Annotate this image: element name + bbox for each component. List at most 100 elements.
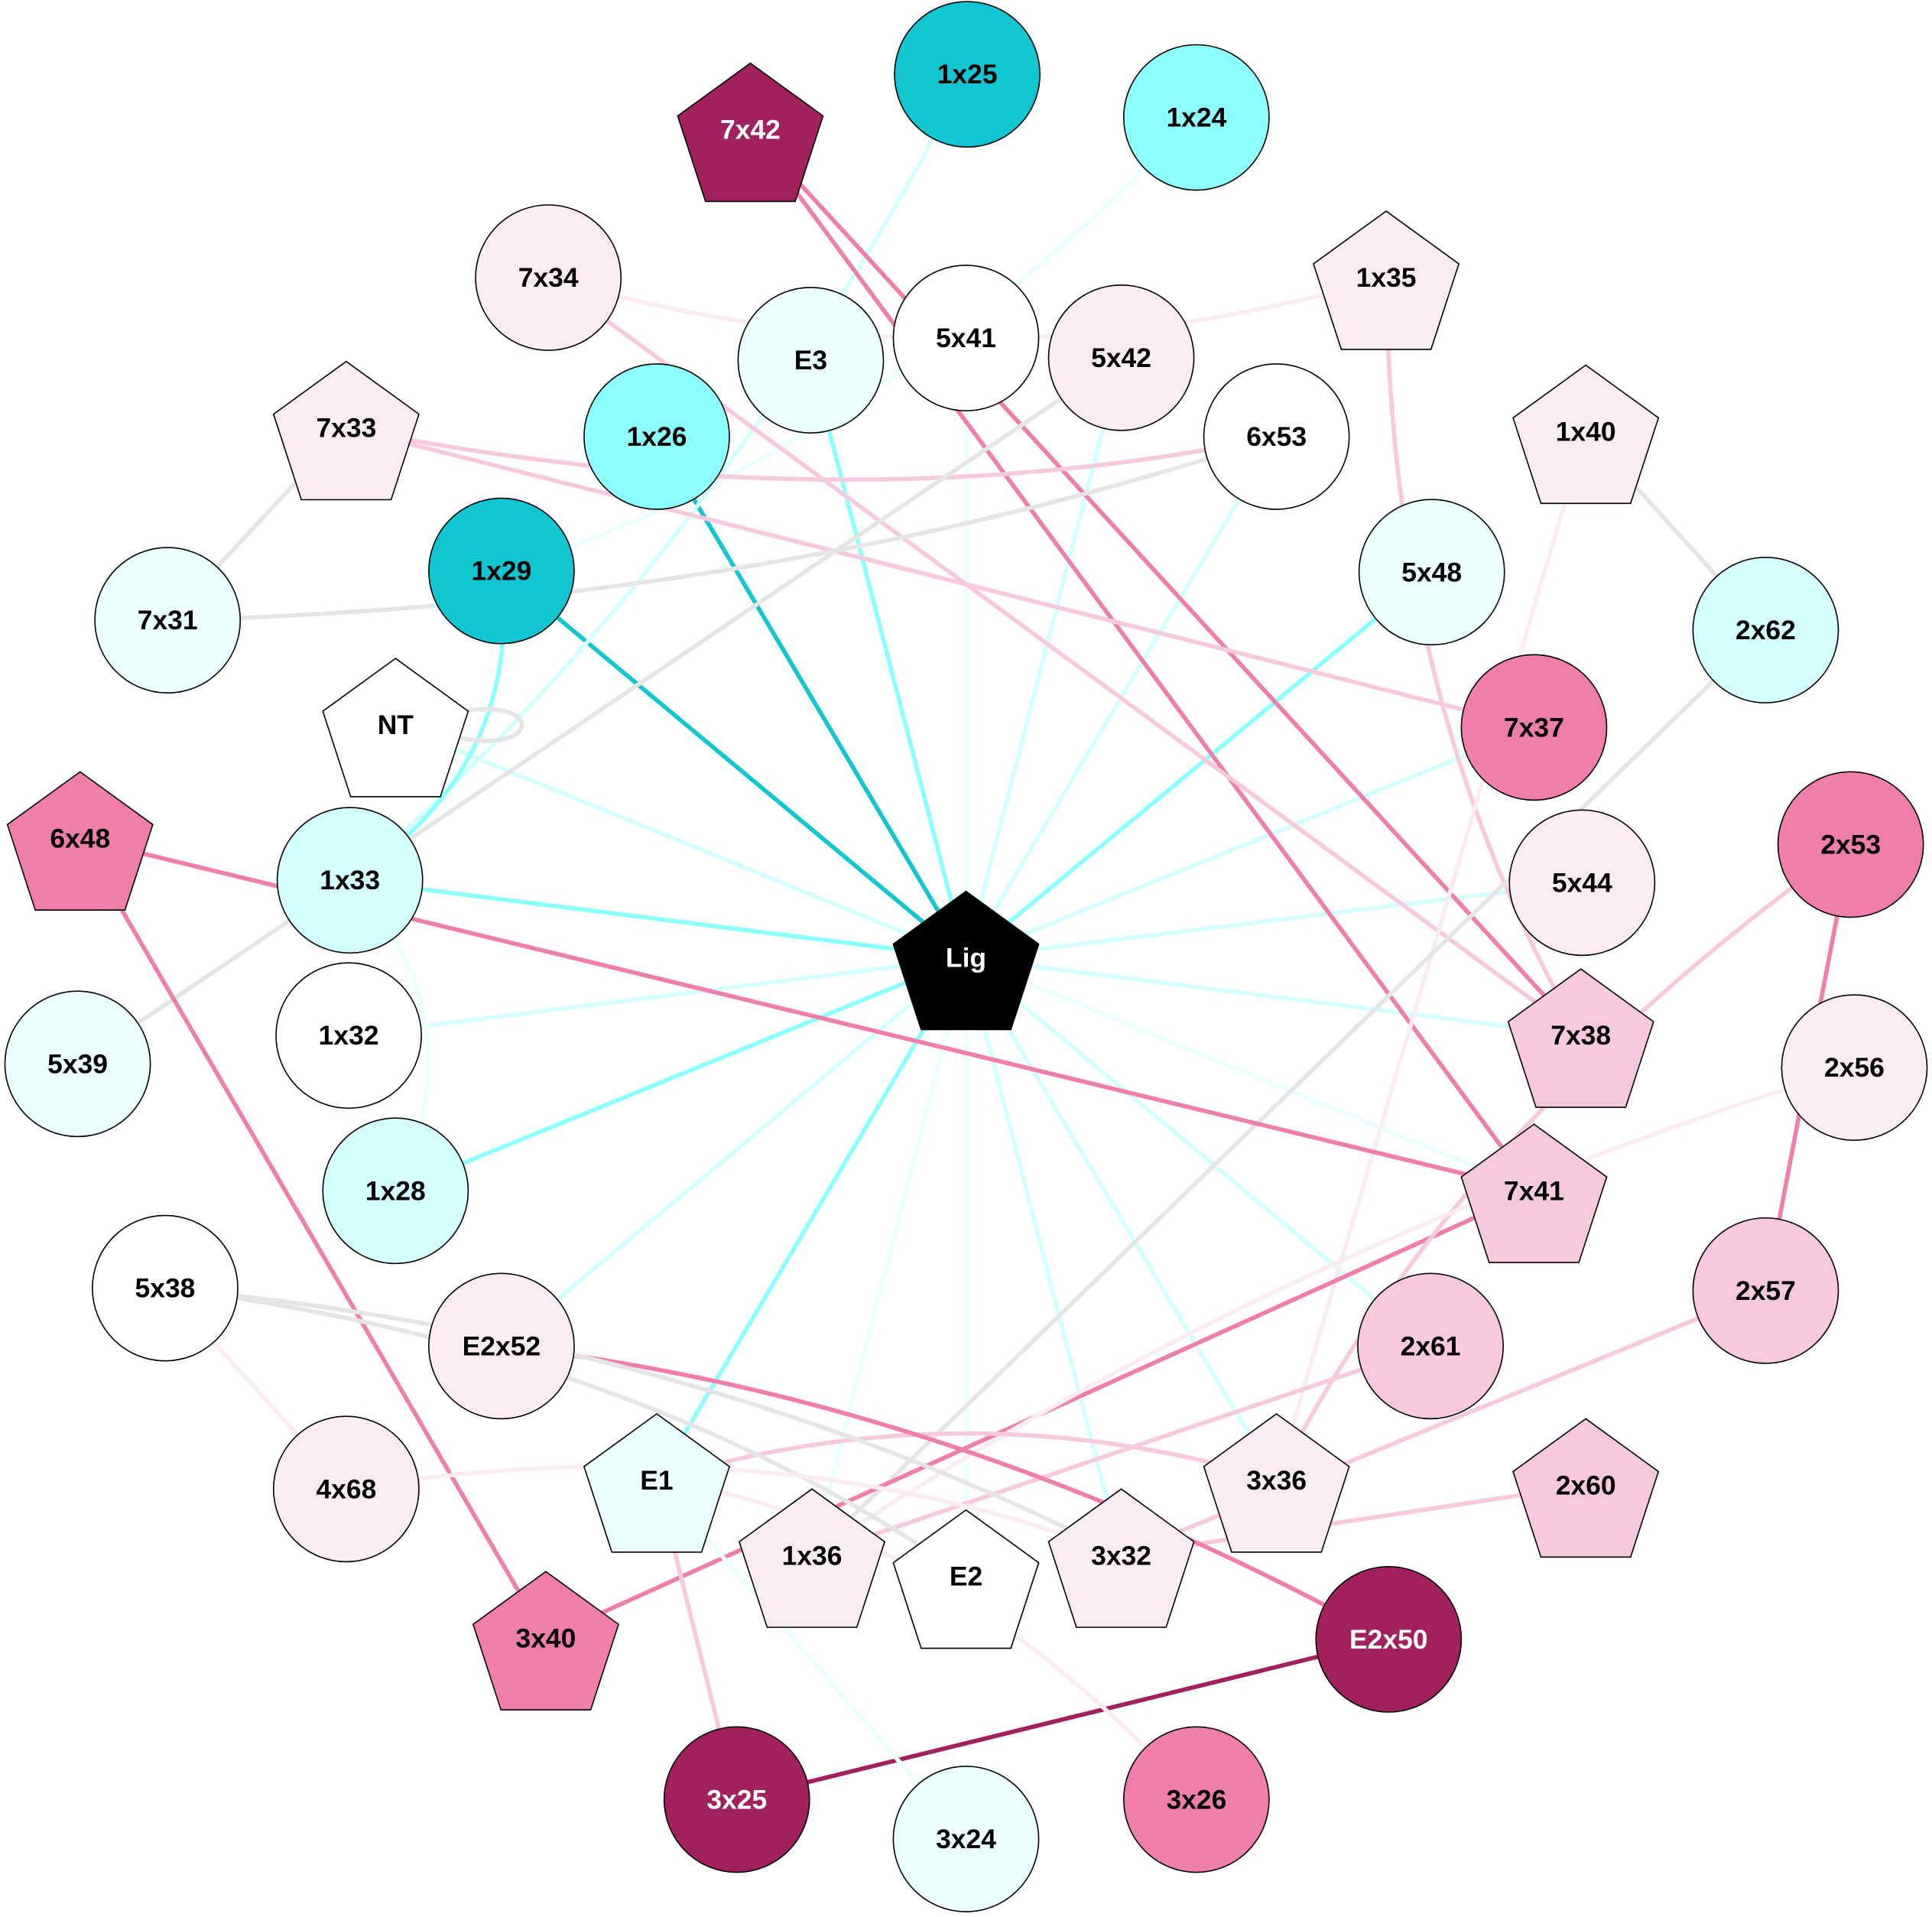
node-1x26[interactable]: 1x26 xyxy=(583,363,730,510)
node-circle xyxy=(1122,1726,1270,1873)
node-7x33[interactable]: 7x33 xyxy=(272,360,420,501)
node-2x56[interactable]: 2x56 xyxy=(1781,994,1928,1142)
node-3x24[interactable]: 3x24 xyxy=(892,1766,1040,1912)
node-label: 1x36 xyxy=(782,1540,843,1571)
node-5x39[interactable]: 5x39 xyxy=(4,990,151,1138)
node-E1[interactable]: E1 xyxy=(583,1412,731,1553)
edge-5x42-5x39 xyxy=(75,356,1124,1067)
node-circle xyxy=(737,287,885,434)
node-7x31[interactable]: 7x31 xyxy=(94,547,242,694)
node-1x32[interactable]: 1x32 xyxy=(275,962,422,1110)
node-circle xyxy=(1460,654,1608,801)
node-3x32[interactable]: 3x32 xyxy=(1047,1488,1195,1628)
node-E3[interactable]: E3 xyxy=(737,287,885,434)
node-label: 4x68 xyxy=(316,1473,376,1504)
node-2x57[interactable]: 2x57 xyxy=(1692,1217,1839,1364)
edge-Lig-1x33 xyxy=(347,878,969,960)
edge-Lig-7x38 xyxy=(963,955,1583,1038)
node-pentagon xyxy=(583,1412,731,1553)
node-pentagon xyxy=(1460,1123,1608,1263)
edge-Lig-7x37 xyxy=(963,725,1537,960)
edge-E2x52-E2x50 xyxy=(499,1344,1391,1642)
node-4x68[interactable]: 4x68 xyxy=(272,1415,420,1563)
node-label: 3x36 xyxy=(1246,1465,1307,1496)
edge-Lig-2x61 xyxy=(963,955,1433,1349)
node-7x34[interactable]: 7x34 xyxy=(475,204,622,351)
node-pentagon xyxy=(677,62,824,203)
edge-5x38-E2 xyxy=(163,1285,969,1579)
node-1x28[interactable]: 1x28 xyxy=(322,1117,469,1265)
node-5x42[interactable]: 5x42 xyxy=(1047,284,1195,431)
node-E2x52[interactable]: E2x52 xyxy=(428,1272,575,1420)
node-circle xyxy=(892,1766,1040,1912)
node-1x36[interactable]: 1x36 xyxy=(739,1488,886,1628)
node-label: 1x25 xyxy=(937,59,998,89)
node-circle xyxy=(1047,284,1195,431)
node-circle xyxy=(275,962,422,1110)
node-3x36[interactable]: 3x36 xyxy=(1203,1412,1350,1553)
node-label: 7x41 xyxy=(1504,1175,1564,1206)
node-label: 5x44 xyxy=(1552,867,1612,898)
node-label: 3x24 xyxy=(936,1824,996,1854)
node-pentagon xyxy=(739,1488,886,1628)
node-label: 7x38 xyxy=(1550,1020,1611,1051)
node-2x61[interactable]: 2x61 xyxy=(1357,1272,1504,1420)
edge-Lig-E2x52 xyxy=(499,955,969,1349)
node-2x60[interactable]: 2x60 xyxy=(1512,1418,1660,1558)
edge-1x35-7x38 xyxy=(1384,275,1583,1038)
node-E2x50[interactable]: E2x50 xyxy=(1315,1566,1463,1713)
node-circle xyxy=(1508,809,1656,957)
node-circle xyxy=(276,807,424,954)
node-label: 1x32 xyxy=(319,1020,379,1051)
node-pentagon xyxy=(1203,1412,1350,1553)
node-label: 6x53 xyxy=(1246,421,1307,452)
node-1x33[interactable]: 1x33 xyxy=(276,807,424,954)
node-label: 2x53 xyxy=(1820,829,1881,859)
node-circle xyxy=(475,204,622,351)
node-circle xyxy=(4,990,151,1138)
node-1x29[interactable]: 1x29 xyxy=(428,497,575,645)
node-1x35[interactable]: 1x35 xyxy=(1313,210,1460,350)
node-1x40[interactable]: 1x40 xyxy=(1512,364,1660,505)
node-2x62[interactable]: 2x62 xyxy=(1692,557,1839,703)
edge-Lig-1x32 xyxy=(346,955,969,1038)
edge-2x62-1x36 xyxy=(810,628,1768,1558)
node-5x41[interactable]: 5x41 xyxy=(892,265,1040,411)
edge-Lig-5x48 xyxy=(963,570,1434,960)
edge-Lig-3x36 xyxy=(963,955,1279,1483)
node-6x53[interactable]: 6x53 xyxy=(1203,363,1350,510)
node-label: 3x26 xyxy=(1166,1784,1226,1815)
node-7x41[interactable]: 7x41 xyxy=(1460,1123,1608,1263)
edge-7x33-7x37 xyxy=(344,425,1537,730)
node-7x38[interactable]: 7x38 xyxy=(1507,968,1654,1108)
node-2x53[interactable]: 2x53 xyxy=(1777,771,1924,918)
node-label: 3x32 xyxy=(1091,1540,1151,1571)
edge-Lig-NT xyxy=(393,723,969,960)
node-1x25[interactable]: 1x25 xyxy=(894,1,1041,148)
node-Lig[interactable]: Lig xyxy=(892,890,1040,1031)
node-5x48[interactable]: 5x48 xyxy=(1358,499,1505,646)
edge-Lig-5x42 xyxy=(963,356,1124,960)
node-NT[interactable]: NT xyxy=(322,658,469,798)
node-circle xyxy=(1781,994,1928,1142)
edge-E1-3x24 xyxy=(654,1478,969,1841)
node-3x26[interactable]: 3x26 xyxy=(1122,1726,1270,1873)
node-3x40[interactable]: 3x40 xyxy=(472,1571,619,1711)
node-E2[interactable]: E2 xyxy=(892,1509,1040,1649)
node-5x38[interactable]: 5x38 xyxy=(92,1214,239,1362)
node-label: 7x37 xyxy=(1504,712,1564,742)
edge-E2x50-3x25 xyxy=(734,1637,1391,1802)
edge-Lig-E3 xyxy=(808,358,969,960)
edge-2x56-1x36 xyxy=(810,1065,1857,1558)
edge-6x48-3x40 xyxy=(77,836,548,1641)
node-label: 1x33 xyxy=(320,865,380,895)
node-7x37[interactable]: 7x37 xyxy=(1460,654,1608,801)
node-pentagon xyxy=(1507,968,1654,1108)
node-1x24[interactable]: 1x24 xyxy=(1122,44,1270,191)
node-6x48[interactable]: 6x48 xyxy=(6,771,154,911)
node-5x44[interactable]: 5x44 xyxy=(1508,809,1656,957)
node-label: 2x57 xyxy=(1736,1275,1796,1306)
node-label: 1x26 xyxy=(627,421,687,452)
node-7x42[interactable]: 7x42 xyxy=(677,62,824,203)
node-3x25[interactable]: 3x25 xyxy=(663,1726,810,1873)
